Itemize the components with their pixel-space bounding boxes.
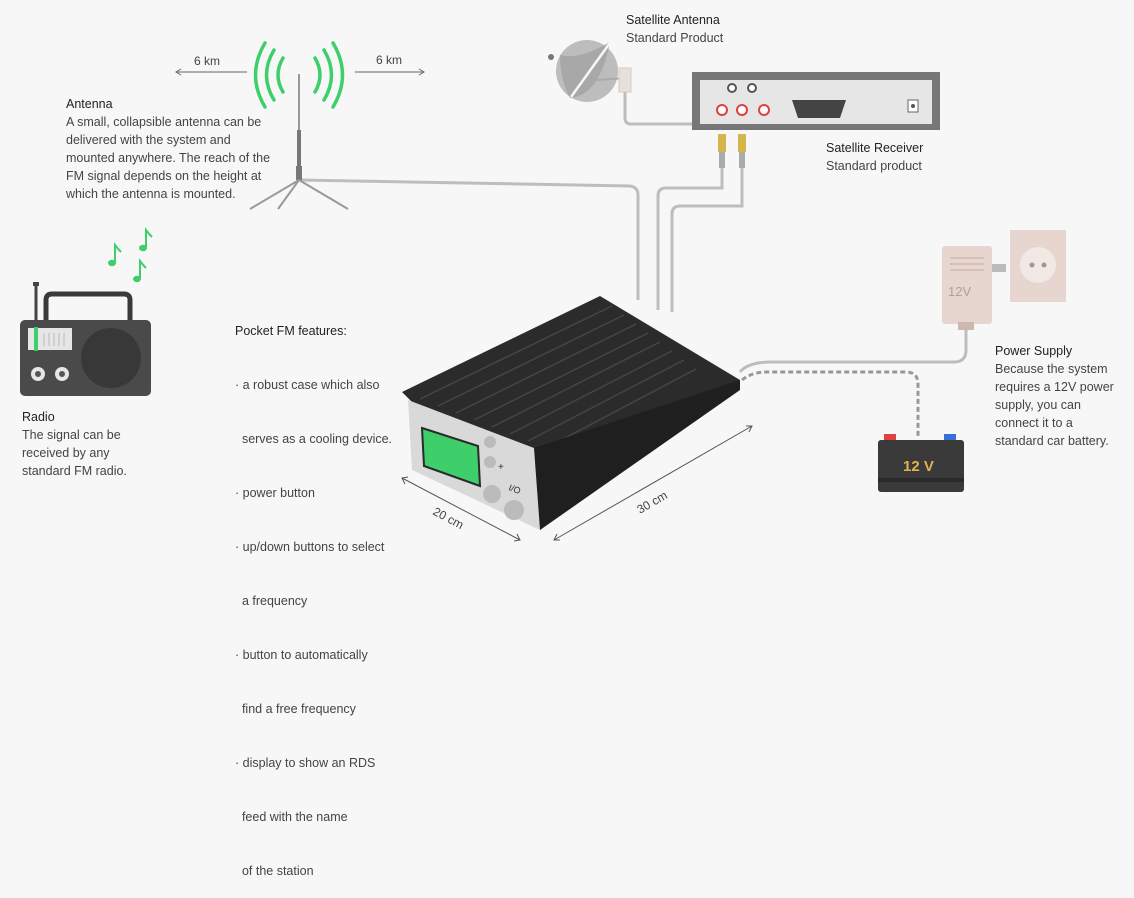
radio-line: standard FM radio. [22,464,127,478]
feature-line: of the station [235,864,314,878]
satellite-receiver-subtitle: Standard product [826,159,922,173]
distance-left-label: 6 km [194,54,220,68]
radio-line: received by any [22,446,110,460]
adapter-label: 12V [948,284,971,299]
device-power-label: I/O [507,482,522,496]
distance-arrows [175,68,425,76]
width-dimension-label: 30 cm [635,488,670,516]
car-battery-icon: 12 V [878,434,964,492]
distance-right-label: 6 km [376,53,402,67]
feature-line: feed with the name [235,810,348,824]
power-adapter-icon: 12V [942,246,1006,330]
battery-cable [741,370,920,436]
power-supply-line: standard car battery. [995,434,1109,448]
feature-line: find a free frequency [235,702,356,716]
satellite-receiver-title: Satellite Receiver [826,141,924,155]
device-plus-label: + [498,462,504,473]
power-supply-text: Power Supply Because the system requires… [995,342,1114,450]
power-supply-line: supply, you can [995,398,1081,412]
antenna-line: delivered with the system and [66,133,231,147]
satellite-receiver-text: Satellite Receiver Standard product [826,139,923,175]
receiver-cable-2 [670,168,744,312]
antenna-line: mounted anywhere. The reach of the [66,151,271,165]
antenna-title: Antenna [66,97,113,111]
power-cable [738,328,968,374]
pocket-fm-features-text: Pocket FM features: · a robust case whic… [235,286,392,898]
receiver-cable-1 [656,168,724,310]
power-supply-line: connect it to a [995,416,1073,430]
satellite-antenna-subtitle: Standard Product [626,31,724,45]
battery-label: 12 V [903,458,934,475]
dimension-lines [401,425,753,542]
feature-line: a frequency [235,594,308,608]
signal-waves-icon [253,41,345,109]
radio-title: Radio [22,410,55,424]
radio-text: Radio The signal can be received by any … [22,408,127,480]
pocket-fm-title: Pocket FM features: [235,324,347,338]
diagram-canvas: 6 km 6 km [20,39,1066,542]
antenna-line: A small, collapsible antenna can be [66,115,262,129]
music-notes-icon [108,227,153,283]
feature-line: · a robust case which also [235,378,380,392]
power-supply-line: Because the system [995,362,1108,376]
satellite-antenna-text: Satellite Antenna Standard Product [626,11,723,47]
feature-line: · display to show an RDS [235,756,376,770]
antenna-text: Antenna A small, collapsible antenna can… [66,95,270,203]
antenna-line: FM signal depends on the height at [66,169,262,183]
radio-icon [20,282,151,396]
power-supply-title: Power Supply [995,344,1073,358]
feature-line: · up/down buttons to select [235,540,385,554]
power-supply-line: requires a 12V power [995,380,1114,394]
satellite-receiver-icon [692,72,940,168]
fm-antenna-icon [249,74,349,210]
feature-line: · power button [235,486,315,500]
feature-line: serves as a cooling device. [235,432,393,446]
pocket-fm-device-icon: + I/O [402,296,740,530]
wall-socket-icon [1010,230,1066,302]
dish-cable [623,90,696,126]
cables [299,90,968,374]
feature-line: · button to automatically [235,648,368,662]
radio-line: The signal can be [22,428,121,442]
satellite-dish-icon [548,39,632,102]
antenna-line: which the antenna is mounted. [66,187,236,201]
antenna-cable [299,178,640,300]
satellite-antenna-title: Satellite Antenna [626,13,720,27]
